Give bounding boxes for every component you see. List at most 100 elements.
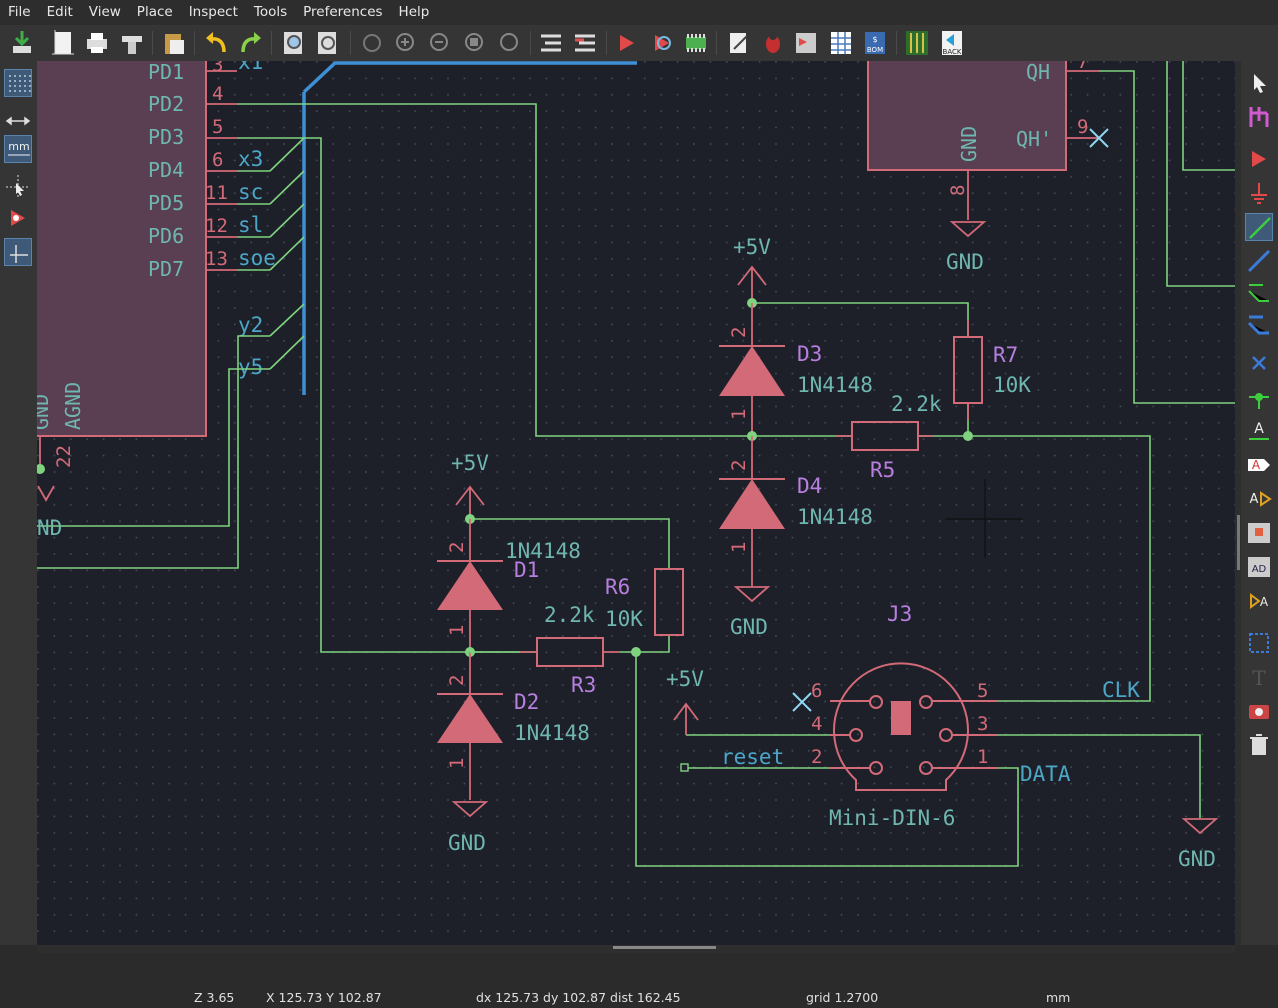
menu-help[interactable]: Help — [391, 0, 438, 25]
symbol-browser-icon[interactable] — [648, 28, 676, 58]
global-label-icon[interactable]: A — [1245, 451, 1273, 479]
wire-to-bus-icon[interactable] — [1245, 281, 1273, 309]
highlight-net-icon[interactable] — [1245, 103, 1273, 131]
status-zoom: Z 3.65 — [194, 990, 234, 1005]
units-mm-icon[interactable]: mm — [4, 135, 32, 163]
pin-number-3: 3 — [212, 61, 223, 76]
find-replace-icon[interactable] — [314, 28, 342, 58]
delete-icon[interactable] — [1245, 731, 1273, 759]
menu-edit[interactable]: Edit — [39, 0, 81, 25]
bus-to-bus-icon[interactable] — [1245, 313, 1273, 341]
pin-name-pd3: PD3 — [148, 125, 184, 149]
hidden-pins-icon[interactable] — [4, 204, 32, 232]
redo-icon[interactable] — [237, 28, 265, 58]
save-icon[interactable] — [8, 28, 36, 58]
status-bar: Z 3.65 X 125.73 Y 102.87 dx 125.73 dy 10… — [0, 985, 1278, 1008]
d1-ref: D1 — [514, 558, 539, 582]
menu-place[interactable]: Place — [129, 0, 181, 25]
horizontal-scroll-thumb[interactable] — [613, 946, 716, 949]
hierarchy-icon[interactable] — [537, 28, 565, 58]
zoom-selection-icon[interactable] — [496, 28, 524, 58]
menu-inspect[interactable]: Inspect — [181, 0, 246, 25]
annotate-icon[interactable] — [725, 28, 753, 58]
pin-name-agnd: AGND — [61, 382, 85, 430]
vertical-scroll-thumb[interactable] — [1237, 515, 1240, 570]
add-line-icon[interactable] — [1245, 629, 1273, 657]
menu-file[interactable]: File — [0, 0, 39, 25]
r6-ref: R6 — [605, 575, 630, 599]
svg-text:A: A — [1260, 595, 1269, 609]
zoom-fit-icon[interactable] — [461, 28, 489, 58]
import-sheet-pin-icon[interactable]: AD — [1245, 553, 1273, 581]
menu-tools[interactable]: Tools — [246, 0, 295, 25]
add-bus-icon[interactable] — [1245, 247, 1273, 275]
svg-text:$: $ — [872, 35, 877, 44]
junction-r5-r7 — [963, 431, 973, 441]
schematic-canvas[interactable]: PD1 PD2 PD3 PD4 PD5 PD6 PD7 AGND GND 3 4… — [37, 61, 1235, 945]
add-symbol-icon[interactable] — [1245, 145, 1273, 173]
find-icon[interactable] — [280, 28, 308, 58]
svg-text:A: A — [1252, 458, 1261, 472]
bom-icon-2[interactable]: $BOM — [861, 28, 889, 58]
j3-pin-4: 4 — [811, 713, 822, 735]
orthogonal-wire-icon[interactable] — [4, 238, 32, 266]
d2-ref: D2 — [514, 690, 539, 714]
add-image-icon[interactable] — [1245, 697, 1273, 725]
junction-r3-r6 — [631, 647, 641, 657]
hier-sheet-icon[interactable] — [1245, 519, 1273, 547]
paste-icon[interactable] — [160, 28, 188, 58]
leave-sheet-icon[interactable] — [571, 28, 599, 58]
net-label-icon[interactable]: A — [1245, 417, 1273, 445]
hier-label-icon[interactable]: A — [1245, 485, 1273, 513]
add-wire-icon[interactable] — [1245, 213, 1273, 241]
j3-value: Mini-DIN-6 — [829, 806, 955, 830]
undo-icon[interactable] — [202, 28, 230, 58]
d2-pin-1: 1 — [446, 758, 468, 769]
d3-pin-1: 1 — [728, 409, 750, 420]
add-text-icon[interactable]: T — [1245, 663, 1273, 691]
assign-footprints-icon[interactable] — [792, 28, 820, 58]
ic-pin-number-9: 9 — [1077, 116, 1088, 138]
footprint-editor-icon[interactable] — [682, 28, 710, 58]
pin-number-4: 4 — [212, 83, 223, 105]
menu-view[interactable]: View — [81, 0, 129, 25]
gnd-label-j3: GND — [1178, 847, 1216, 871]
r5-value: 2.2k — [891, 392, 942, 416]
left-toolbar: mm — [0, 61, 37, 945]
net-label-x3: x3 — [238, 147, 263, 171]
page-settings-icon[interactable] — [49, 28, 77, 58]
net-label-data: DATA — [1020, 762, 1071, 786]
microcontroller-body[interactable] — [37, 61, 206, 436]
print-icon[interactable] — [83, 28, 111, 58]
ic-pin-number-7: 7 — [1077, 61, 1088, 73]
symbol-editor-icon[interactable] — [613, 28, 641, 58]
zoom-in-icon[interactable] — [392, 28, 420, 58]
sheet-pin-icon[interactable]: A — [1245, 587, 1273, 615]
bom-icon[interactable] — [827, 28, 855, 58]
r3-value: 2.2k — [544, 603, 595, 627]
menu-bar: File Edit View Place Inspect Tools Prefe… — [0, 0, 1278, 25]
svg-text:T: T — [1252, 666, 1266, 690]
pcb-icon[interactable] — [903, 28, 931, 58]
select-icon[interactable] — [1245, 69, 1273, 97]
zoom-out-icon[interactable] — [426, 28, 454, 58]
pin-length-icon[interactable] — [4, 107, 32, 135]
no-connect-icon[interactable] — [1245, 349, 1273, 377]
svg-text:BACK: BACK — [943, 48, 962, 56]
add-power-icon[interactable] — [1245, 179, 1273, 207]
gnd-label-d2: GND — [448, 831, 486, 855]
d4-ref: D4 — [797, 474, 822, 498]
erc-icon[interactable] — [759, 28, 787, 58]
power-label-5v-mid: +5V — [451, 451, 489, 475]
back-annotate-icon[interactable]: BACK — [938, 28, 966, 58]
junction-icon[interactable] — [1245, 383, 1273, 411]
status-delta: dx 125.73 dy 102.87 dist 162.45 — [476, 990, 681, 1005]
grid-icon[interactable] — [4, 69, 32, 97]
refresh-icon[interactable] — [358, 28, 386, 58]
plot-icon[interactable] — [118, 28, 146, 58]
cursor-icon[interactable] — [4, 173, 32, 201]
net-label-sc: sc — [238, 180, 263, 204]
d2-value: 1N4148 — [514, 721, 590, 745]
d3-pin-2: 2 — [728, 327, 750, 338]
menu-preferences[interactable]: Preferences — [295, 0, 390, 25]
